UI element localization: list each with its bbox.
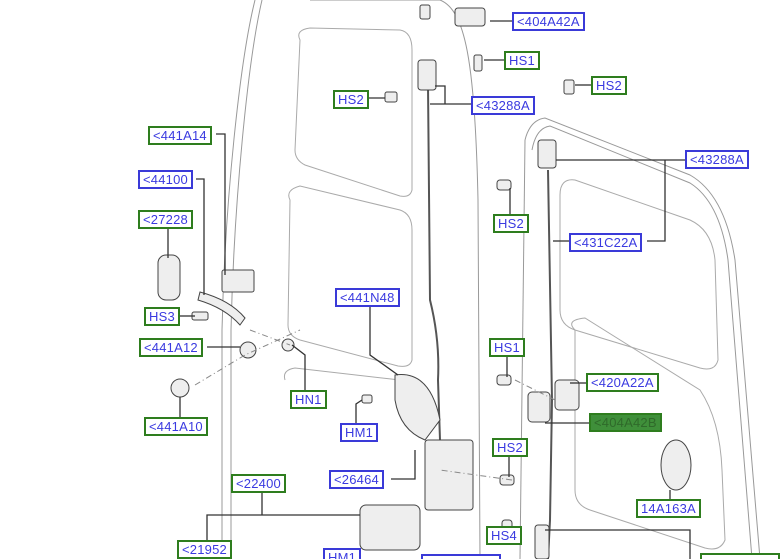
callout-14a163a[interactable]: 14A163A [636,499,701,518]
right-door-window [559,179,719,370]
callout-43288a[interactable]: <43288A [685,150,749,169]
handle-part [157,254,181,301]
callout-hs2[interactable]: HS2 [493,214,529,233]
callout-hm1[interactable]: HM1 [340,423,379,442]
callout-441n48[interactable]: <441N48 [335,288,400,307]
callout-hs2[interactable]: HS2 [492,438,528,457]
callout-partial[interactable] [421,554,501,559]
upper-rod-right [547,169,554,559]
callout-441a14[interactable]: <441A14 [148,126,212,145]
callout-420a22a[interactable]: <420A22A [586,373,659,392]
lock-mechanism-part [424,439,474,511]
callout-hs2[interactable]: HS2 [333,90,369,109]
callout-431c22a[interactable]: <431C22A [569,233,643,252]
callout-404a42b[interactable]: <404A42B [589,413,662,432]
callout-441a12[interactable]: <441A12 [139,338,203,357]
callout-43288a[interactable]: <43288A [471,96,535,115]
bracket-part [221,269,255,293]
callout-21952[interactable]: <21952 [177,540,232,559]
outer-handle-part [359,504,421,551]
callout-hs2[interactable]: HS2 [591,76,627,95]
callout-hs1[interactable]: HS1 [489,338,525,357]
callout-partial[interactable] [700,553,780,559]
callout-22400[interactable]: <22400 [231,474,286,493]
callout-hs4[interactable]: HS4 [486,526,522,545]
upper-rod-left [427,84,441,441]
hinge-plate-part [454,7,486,27]
callout-27228[interactable]: <27228 [138,210,193,229]
callout-hn1[interactable]: HN1 [290,390,327,409]
callout-hm1[interactable]: HM1 [323,548,362,559]
callout-26464[interactable]: <26464 [329,470,384,489]
right-door-outline [524,117,761,559]
latch-plate-part [394,374,441,441]
left-door-outline [221,0,256,559]
callout-hs3[interactable]: HS3 [144,307,180,326]
callout-44100[interactable]: <44100 [138,170,193,189]
bumper-part [660,439,692,491]
callout-hs1[interactable]: HS1 [504,51,540,70]
left-door-upper-window [294,27,413,197]
callout-441a10[interactable]: <441A10 [144,417,208,436]
callout-404a42a[interactable]: <404A42A [512,12,585,31]
